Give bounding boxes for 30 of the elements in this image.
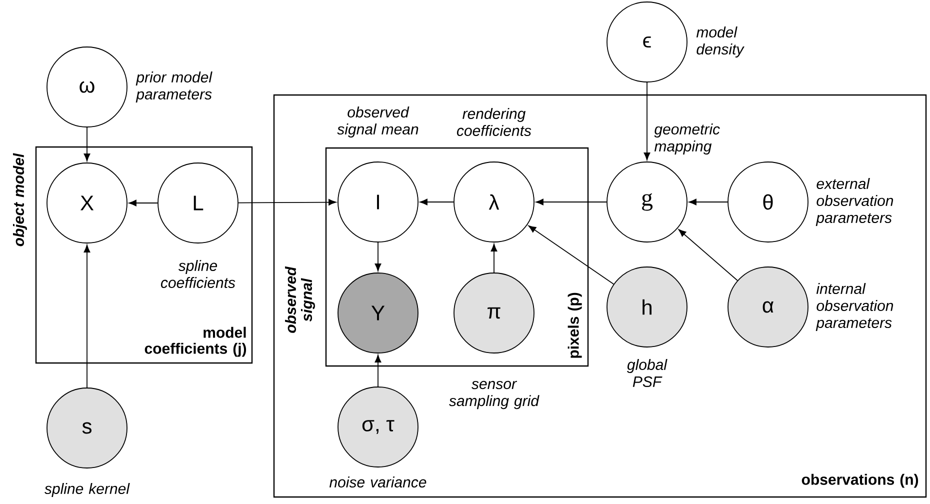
arrow	[238, 199, 336, 206]
arrow	[490, 244, 498, 273]
node-caption: internal observation parameters	[816, 283, 894, 331]
plate-label: object model	[13, 153, 27, 246]
plate-label: observations (n)	[802, 474, 918, 488]
node-caption: noise variance	[329, 476, 426, 488]
node-caption: external observation parameters	[816, 178, 894, 226]
arrow	[374, 242, 382, 272]
node-caption: rendering coefficients	[456, 108, 532, 136]
arrow	[678, 229, 738, 281]
arrow	[688, 198, 728, 206]
node-caption: model density	[696, 26, 744, 58]
plate-label: pixels (p)	[568, 292, 582, 358]
arrow	[528, 225, 614, 285]
arrow	[128, 200, 158, 206]
arrow	[644, 82, 650, 160]
node-caption: spline kernel	[44, 483, 130, 497]
node-caption: spline coefficients	[160, 260, 236, 288]
node-caption: global PSF	[627, 359, 668, 387]
arrow	[374, 354, 382, 387]
plate-label: observed signal	[285, 266, 315, 333]
node-caption: geometric mapping	[654, 124, 720, 154]
node-caption: sensor sampling grid	[449, 380, 540, 410]
arrow	[84, 127, 90, 162]
plate-label: model coefficients (j)	[144, 326, 246, 357]
node-caption: prior model parameters	[136, 72, 212, 102]
arrow	[536, 198, 607, 206]
node-caption: observed signal mean	[337, 106, 418, 138]
arrow	[420, 198, 454, 206]
arrow	[84, 244, 90, 388]
